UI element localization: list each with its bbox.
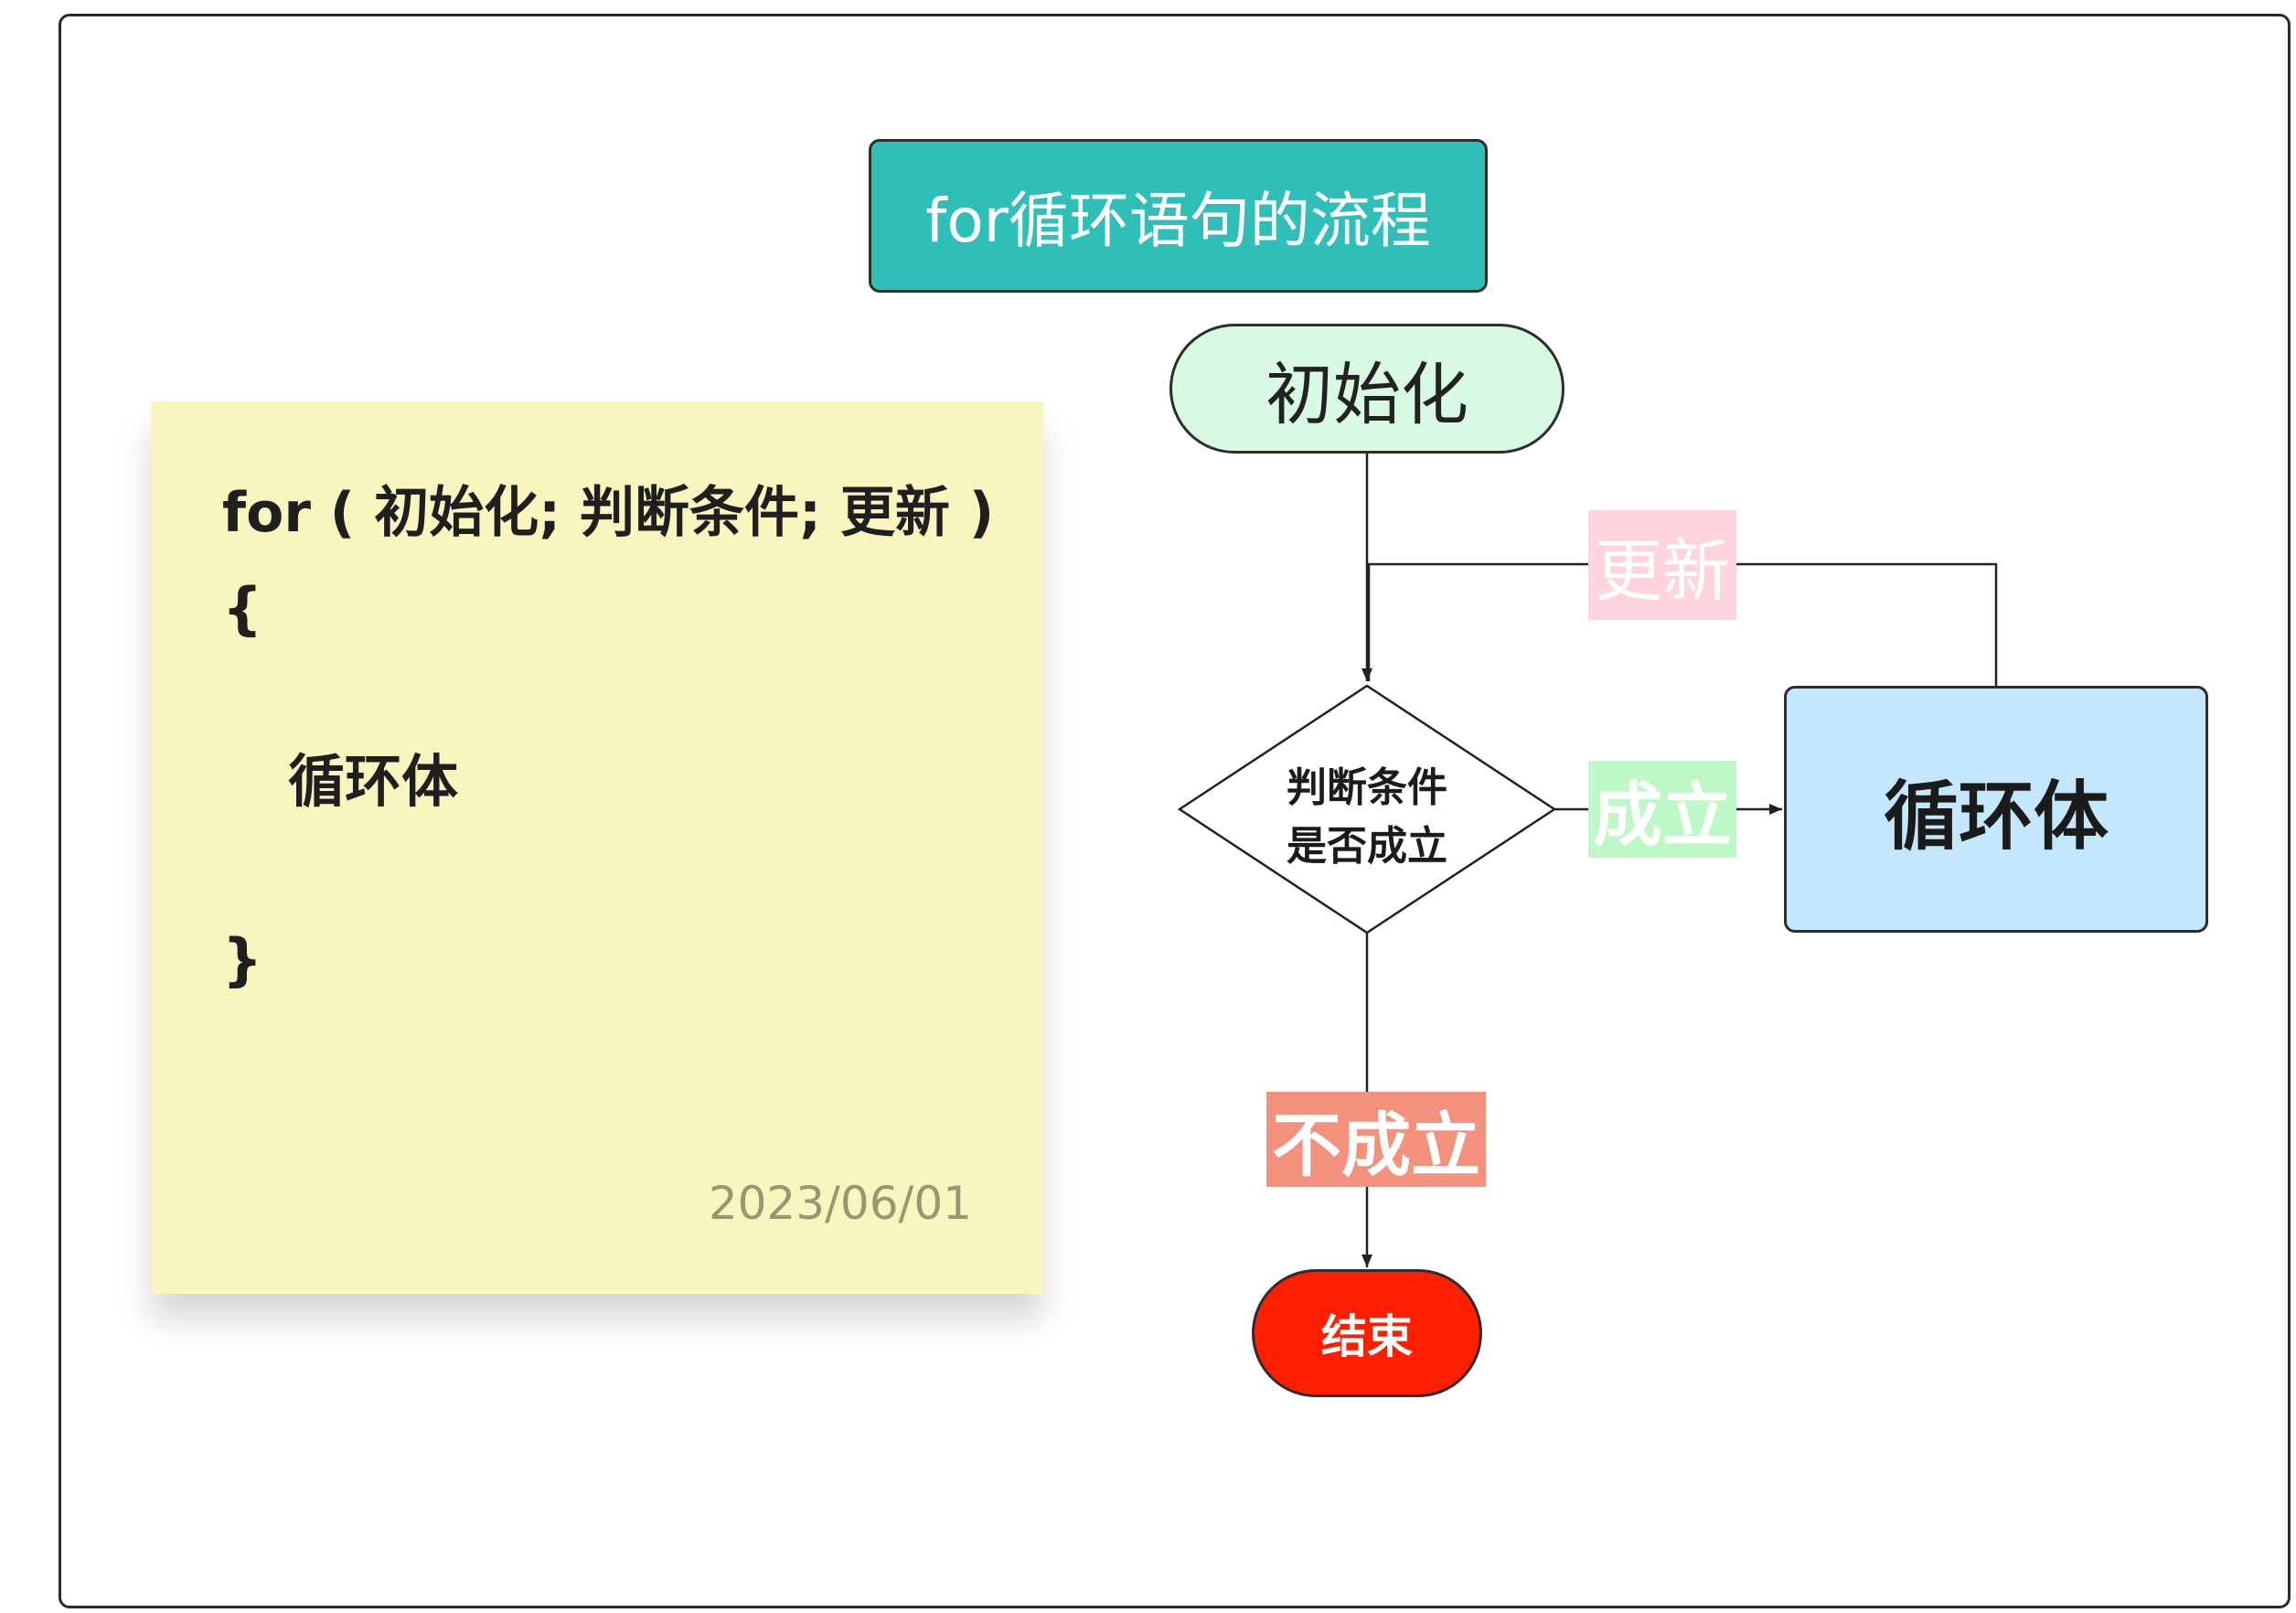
note-date: 2023/06/01 xyxy=(708,1177,972,1230)
loop-body-node[interactable]: 循环体 xyxy=(1784,686,2208,933)
code-line-close-brace: } xyxy=(222,926,263,993)
condition-label-line1: 判断条件 xyxy=(1287,764,1447,811)
code-line-loop-body: 循环体 xyxy=(288,748,459,815)
code-line-open-brace: { xyxy=(222,575,263,642)
edge-label-false: 不成立 xyxy=(1266,1092,1486,1187)
edge-label-true: 成立 xyxy=(1588,761,1736,858)
edge-label-update: 更新 xyxy=(1588,510,1736,620)
title-box[interactable]: for循环语句的流程 xyxy=(869,139,1488,293)
condition-diamond[interactable] xyxy=(1177,684,1557,935)
code-line-for-header: for ( 初始化; 判断条件; 更新 ) xyxy=(222,481,995,545)
init-node[interactable]: 初始化 xyxy=(1169,324,1564,454)
end-node[interactable]: 结束 xyxy=(1252,1269,1482,1397)
sticky-note[interactable]: for ( 初始化; 判断条件; 更新 ) { 循环体 } 2023/06/01 xyxy=(151,401,1043,1294)
condition-label: 判断条件 是否成立 xyxy=(1180,759,1554,876)
condition-label-line2: 是否成立 xyxy=(1287,823,1447,870)
